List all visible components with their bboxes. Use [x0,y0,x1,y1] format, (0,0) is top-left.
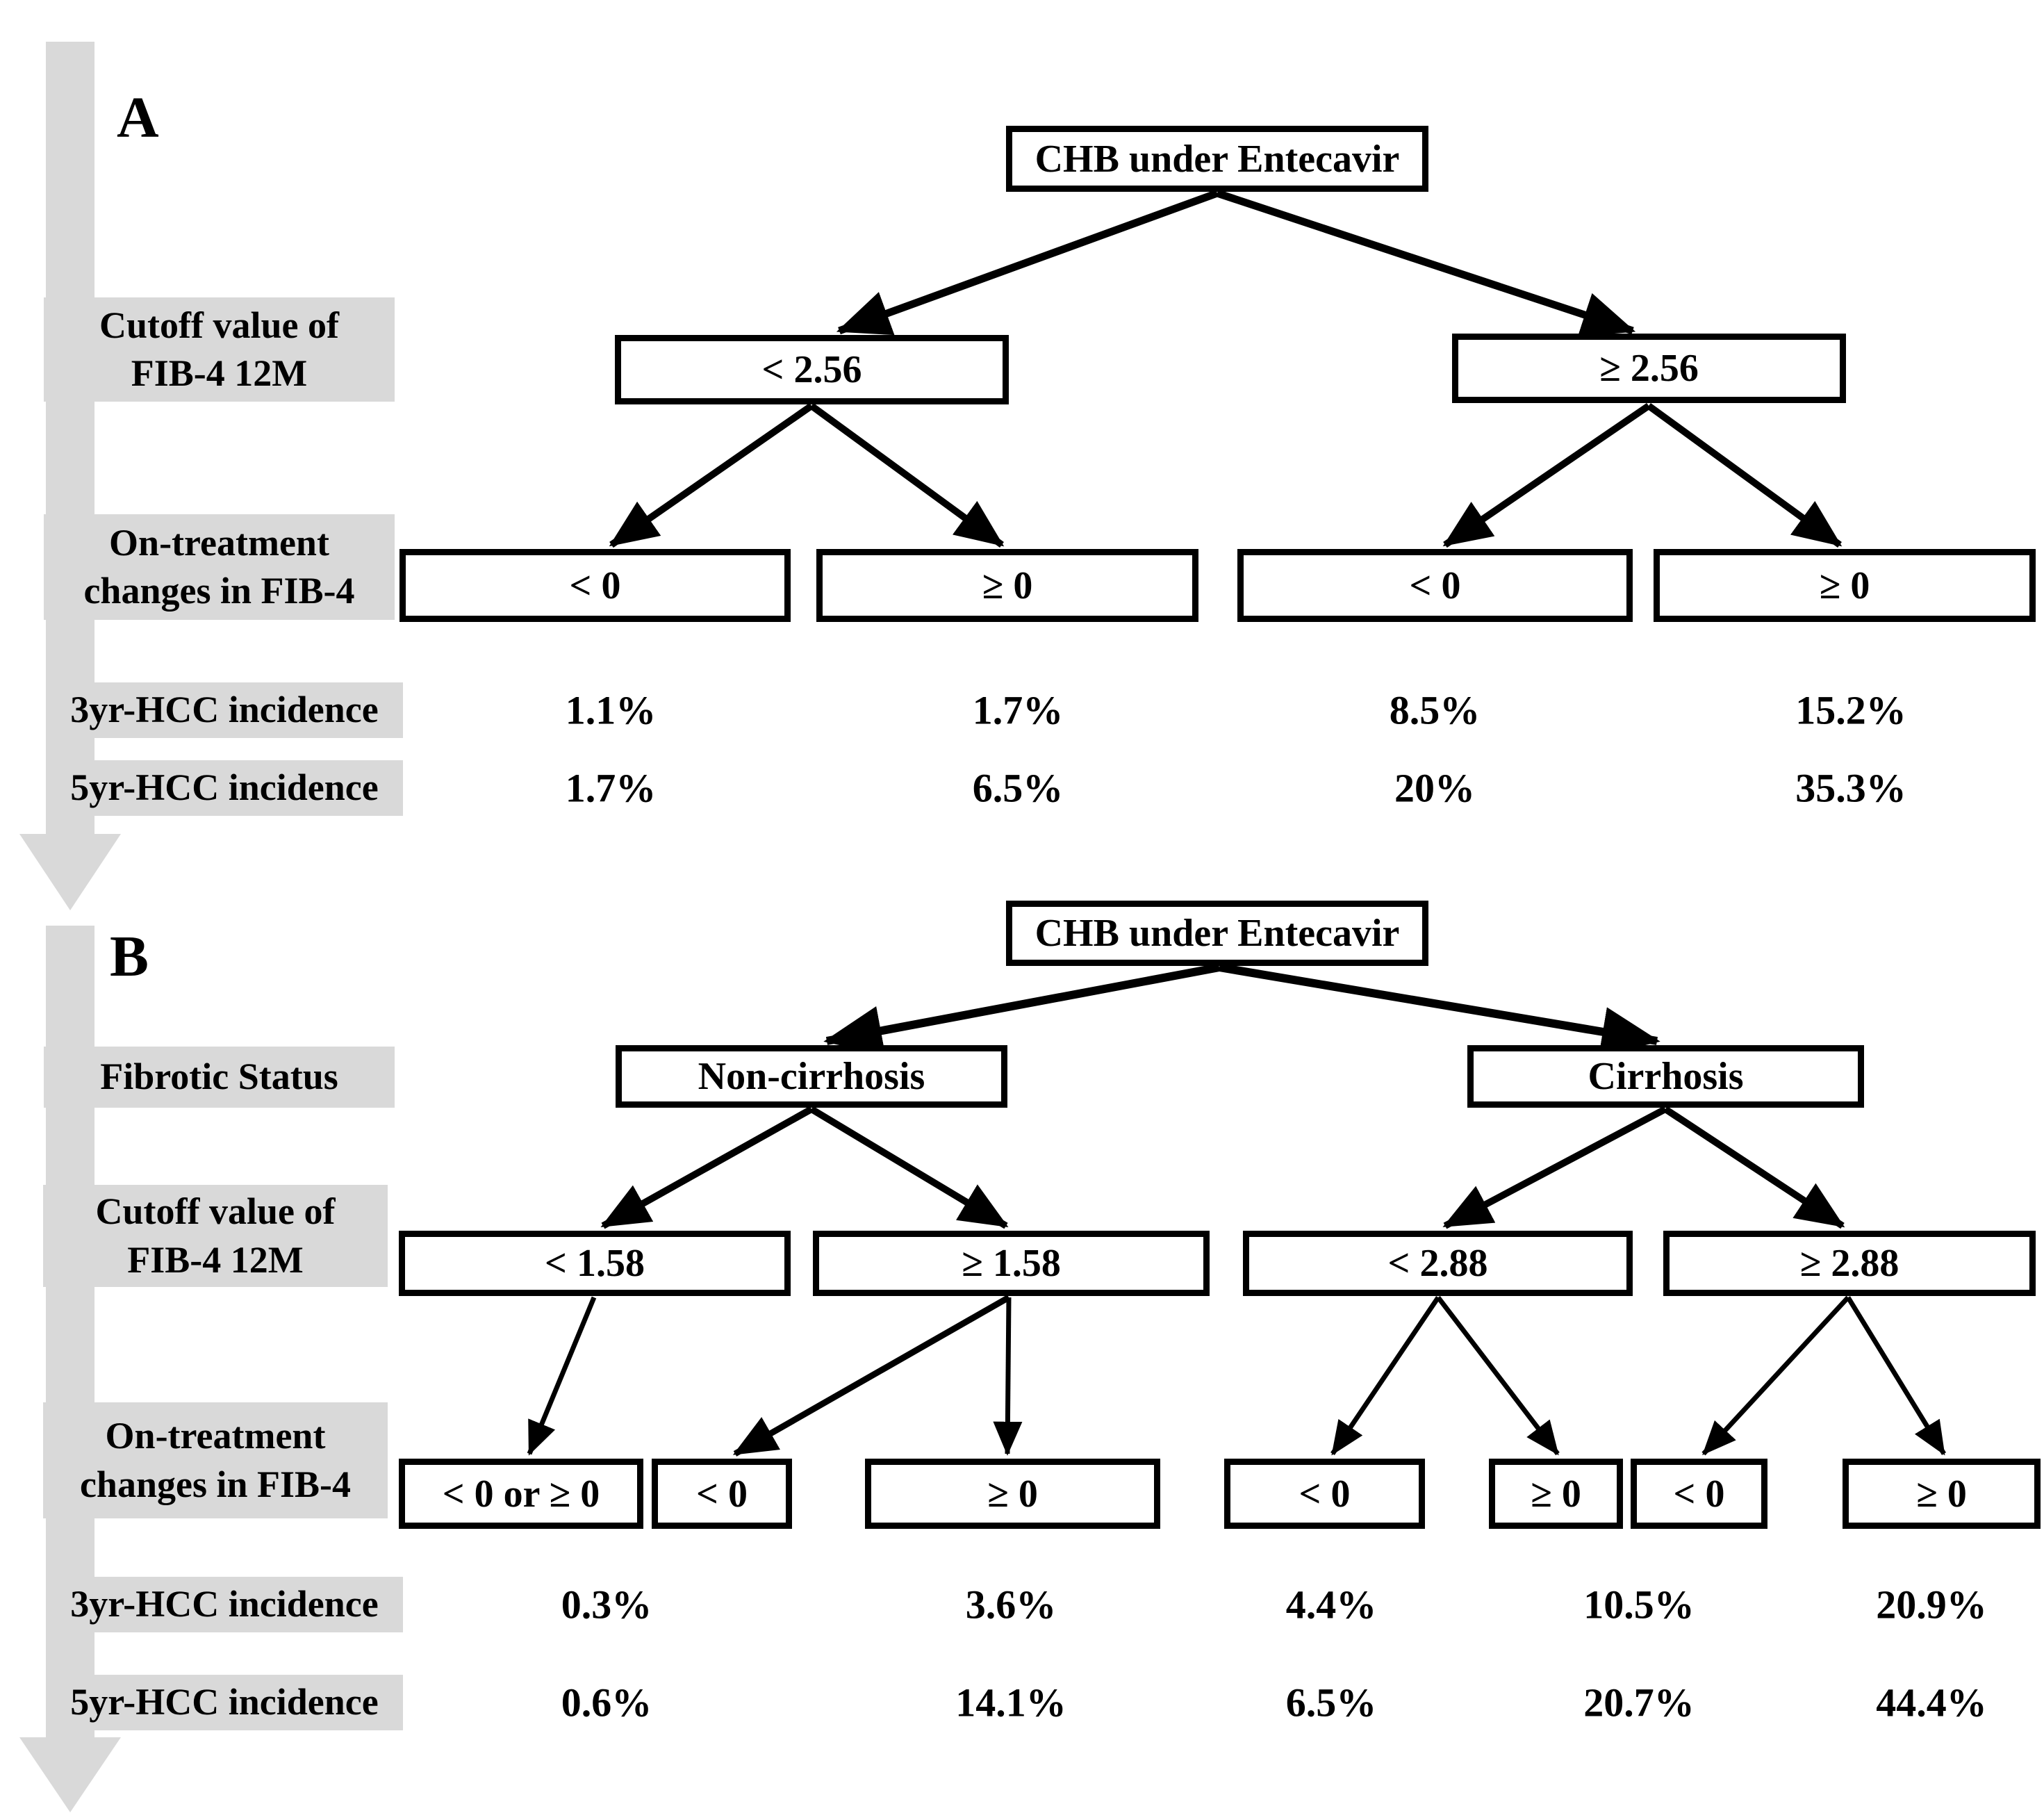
panel-a-label: A [117,85,159,150]
value-b-5yr-5: 44.4% [1876,1680,1987,1725]
label-line: On-treatment [105,1415,326,1457]
node-a-cutoff-ge: ≥ 2.56 [1452,334,1846,403]
arrow-b-noncirr-to-ge158 [809,1106,1009,1229]
label-line: FIB-4 12M [131,352,308,394]
value-b-3yr-5: 20.9% [1876,1582,1987,1628]
arrow-a-lt-to-pos [809,402,1005,548]
label-a-cutoff: Cutoff value of FIB-4 12M [44,297,395,402]
arrow-a-ge-to-neg [1442,402,1651,548]
label-line: FIB-4 12M [127,1238,304,1281]
value-a-5yr-1: 1.7% [565,765,657,811]
arrow-b-cirr-to-lt288 [1442,1106,1667,1229]
arrow-b-ge288-to-neg [1701,1295,1850,1456]
arrow-b-root-to-cirrhosis [1219,963,1660,1057]
label-b-change: On-treatment changes in FIB-4 [43,1402,388,1518]
value-b-5yr-1: 0.6% [561,1680,652,1725]
arrow-a-root-to-lt [836,189,1219,336]
value-a-3yr-3: 8.5% [1389,687,1481,733]
node-b-cutoff-lt288: < 2.88 [1243,1231,1633,1296]
value-b-3yr-4: 10.5% [1583,1582,1695,1628]
label-a-3yr: 3yr-HCC incidence [46,682,403,738]
label-line: Cutoff value of [99,304,339,346]
arrow-b-lt288-to-pos [1436,1295,1560,1456]
arrow-b-ge158-to-neg [732,1295,1011,1457]
label-line: changes in FIB-4 [83,570,355,612]
label-line: On-treatment [109,521,329,564]
arrow-b-root-to-noncirrhosis [823,963,1221,1056]
arrow-a-root-to-ge [1216,189,1636,337]
arrow-b-noncirr-to-lt158 [600,1106,814,1229]
label-a-change: On-treatment changes in FIB-4 [44,514,395,620]
value-a-3yr-1: 1.1% [565,687,657,733]
node-b-change-2: < 0 [652,1459,792,1529]
node-a-cutoff-lt: < 2.56 [615,335,1009,404]
label-line: Cutoff value of [95,1190,336,1233]
node-b-change-3: ≥ 0 [865,1459,1160,1529]
arrow-b-lt158-to-any [527,1296,597,1456]
node-b-noncirrhosis: Non-cirrhosis [616,1045,1007,1108]
arrow-b-ge158-to-pos [993,1297,1023,1456]
node-b-cutoff-ge288: ≥ 2.88 [1663,1231,2036,1296]
node-a-change-2: ≥ 0 [816,549,1198,622]
value-a-3yr-4: 15.2% [1795,687,1906,733]
value-b-5yr-2: 14.1% [955,1680,1066,1725]
node-a-change-1: < 0 [399,549,791,622]
label-b-5yr: 5yr-HCC incidence [46,1675,403,1730]
value-a-5yr-2: 6.5% [972,765,1064,811]
node-b-change-4: < 0 [1224,1459,1425,1529]
label-b-cutoff: Cutoff value of FIB-4 12M [43,1185,388,1287]
node-a-root: CHB under Entecavir [1006,126,1428,192]
panel-b-label: B [110,924,149,989]
node-b-cirrhosis: Cirrhosis [1467,1045,1864,1108]
node-a-change-3: < 0 [1237,549,1633,622]
arrow-b-cirr-to-ge288 [1663,1106,1845,1229]
arrow-b-ge288-to-pos [1846,1296,1946,1456]
node-b-change-5: ≥ 0 [1489,1459,1623,1529]
arrow-a-ge-to-pos [1647,402,1843,548]
label-a-5yr: 5yr-HCC incidence [46,760,403,816]
node-b-cutoff-lt158: < 1.58 [399,1231,791,1296]
value-a-5yr-3: 20% [1394,765,1475,811]
node-b-change-6: < 0 [1631,1459,1767,1529]
value-b-5yr-3: 6.5% [1285,1680,1377,1725]
node-b-change-1: < 0 or ≥ 0 [399,1459,643,1529]
value-b-3yr-2: 3.6% [965,1582,1057,1628]
value-a-3yr-2: 1.7% [972,687,1064,733]
arrow-b-lt288-to-neg [1330,1296,1440,1456]
value-b-3yr-3: 4.4% [1285,1582,1377,1628]
node-b-cutoff-ge158: ≥ 1.58 [813,1231,1210,1296]
arrow-a-lt-to-neg [609,402,814,548]
node-a-change-4: ≥ 0 [1654,549,2036,622]
node-b-root: CHB under Entecavir [1006,901,1428,966]
value-b-3yr-1: 0.3% [561,1582,652,1628]
label-line: changes in FIB-4 [79,1463,352,1505]
value-b-5yr-4: 20.7% [1583,1680,1695,1725]
value-a-5yr-4: 35.3% [1795,765,1906,811]
label-b-3yr: 3yr-HCC incidence [46,1577,403,1632]
node-b-change-7: ≥ 0 [1843,1459,2041,1529]
label-b-fibrotic-status: Fibrotic Status [44,1047,395,1108]
